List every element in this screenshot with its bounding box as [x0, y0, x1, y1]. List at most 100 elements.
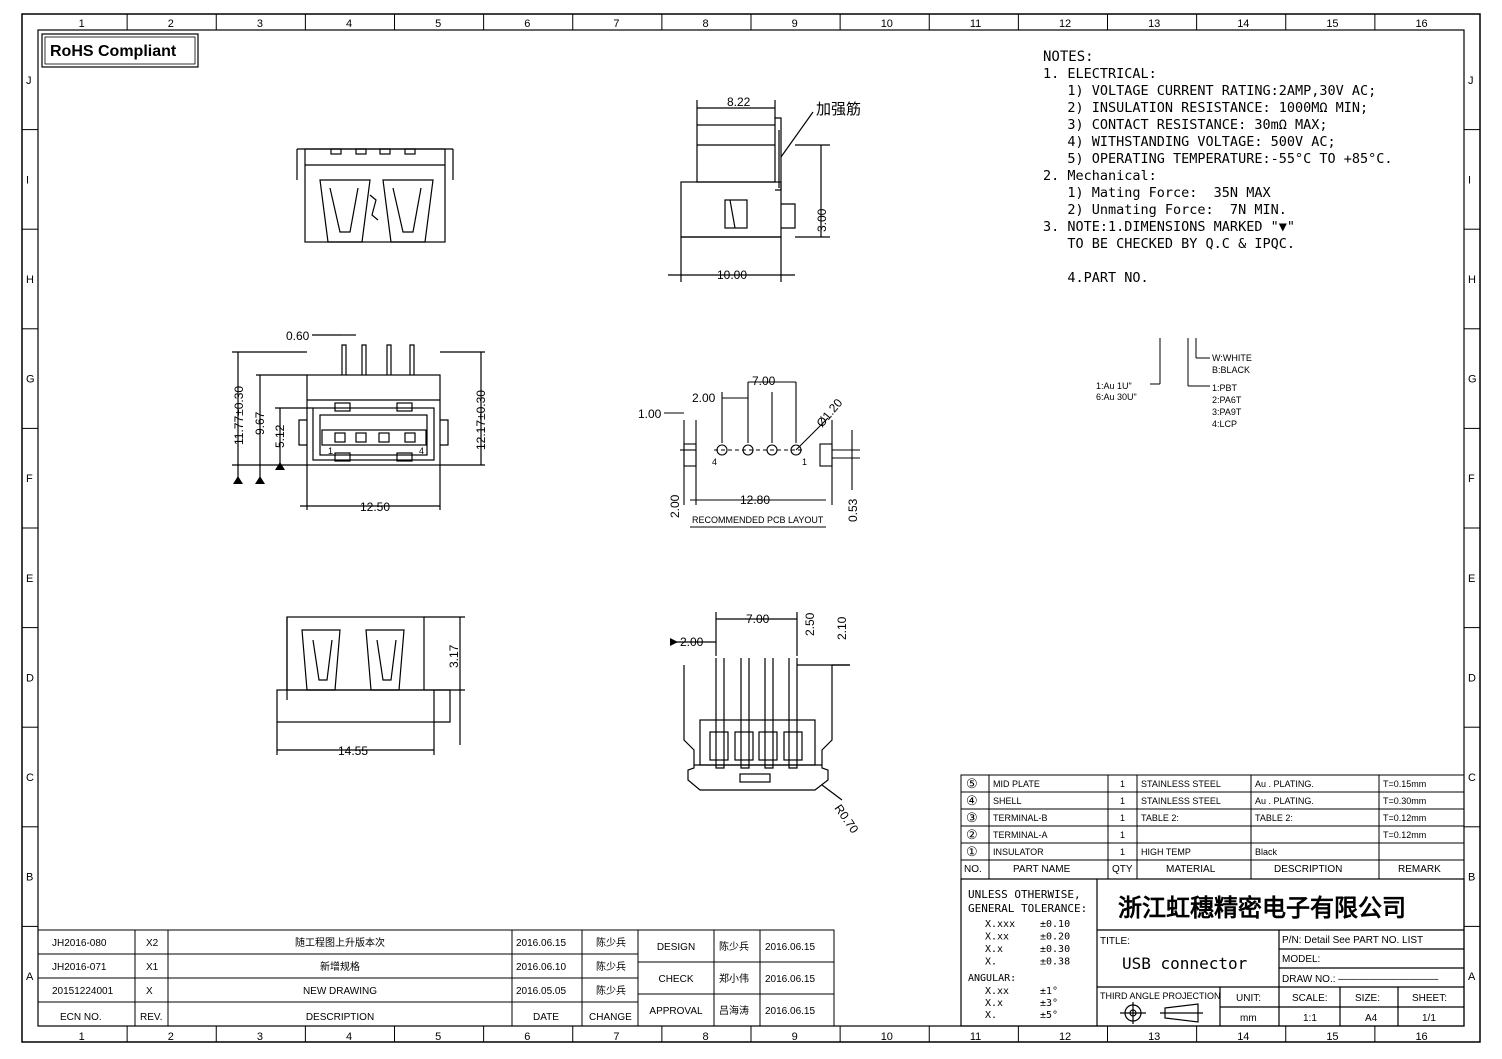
- pn-color-option: W:WHITE: [1212, 353, 1252, 363]
- svg-text:T=0.15mm: T=0.15mm: [1383, 779, 1426, 789]
- grid-col-bottom: 6: [524, 1031, 530, 1043]
- border-grid-ticks: [22, 14, 1480, 1042]
- grid-col-bottom: 11: [970, 1031, 981, 1043]
- grid-col-top: 14: [1237, 18, 1249, 30]
- rib-label: 加强筋: [816, 101, 861, 118]
- svg-text:TABLE 2:: TABLE 2:: [1255, 813, 1293, 823]
- svg-text:Au . PLATING.: Au . PLATING.: [1255, 779, 1314, 789]
- grid-col-top: 10: [881, 18, 893, 30]
- projection-label: THIRD ANGLE PROJECTION: [1100, 991, 1221, 1001]
- svg-text:DATE: DATE: [533, 1012, 559, 1023]
- svg-text:陈少兵: 陈少兵: [596, 936, 626, 949]
- grid-col-bottom: 14: [1237, 1031, 1249, 1043]
- svg-text:1: 1: [1120, 779, 1125, 789]
- svg-text:JH2016-071: JH2016-071: [52, 962, 107, 973]
- dim-967: 9.67: [253, 411, 267, 435]
- grid-col-top: 13: [1148, 18, 1160, 30]
- tolerance-rows: X.xxx±0.10X.xx±0.20X.x±0.30X.±0.38ANGULA…: [968, 919, 1070, 1021]
- pin-1-label: 1: [328, 446, 333, 456]
- grid-row-left: H: [26, 274, 34, 286]
- svg-text:TERMINAL-A: TERMINAL-A: [993, 830, 1048, 840]
- front-view-bottom: [276, 616, 465, 755]
- dim-1177: 11.77±0.30: [232, 386, 246, 445]
- size-value: A4: [1365, 1013, 1378, 1024]
- note-line: 4) WITHSTANDING VOLTAGE: 500V AC;: [1043, 134, 1336, 150]
- pcb-dim-700: 7.00: [752, 374, 776, 388]
- dim-1217: 12.17±0.30: [474, 390, 488, 450]
- svg-text:APPROVAL: APPROVAL: [649, 1006, 703, 1017]
- tol-title-1: UNLESS OTHERWISE,: [968, 888, 1081, 901]
- dim-1250: 12.50: [360, 500, 390, 514]
- pn-material-option: 4:LCP: [1212, 419, 1237, 429]
- grid-col-top: 5: [435, 18, 441, 30]
- grid-row-right: H: [1468, 274, 1476, 286]
- pin-4-label: 4: [419, 446, 424, 456]
- svg-text:新增规格: 新增规格: [320, 960, 360, 973]
- svg-text:2016.06.15: 2016.06.15: [516, 938, 566, 949]
- rear-view: [672, 612, 850, 801]
- grid-col-bottom: 1: [79, 1031, 85, 1043]
- svg-text:QTY: QTY: [1112, 864, 1133, 875]
- tol-angular-key: X.xx: [985, 986, 1009, 997]
- grid-row-right: A: [1468, 971, 1476, 983]
- grid-row-right: B: [1468, 872, 1475, 884]
- pcb-dim-053: 0.53: [846, 498, 860, 522]
- svg-text:CHANGE: CHANGE: [589, 1012, 632, 1023]
- rear-dim-700: 7.00: [746, 612, 770, 626]
- pn-color-option: B:BLACK: [1212, 365, 1250, 375]
- svg-text:PART NAME: PART NAME: [1013, 864, 1071, 875]
- note-line: 3) CONTACT RESISTANCE: 30mΩ MAX;: [1043, 117, 1327, 133]
- title-label: TITLE:: [1100, 936, 1130, 947]
- grid-row-left: G: [26, 374, 35, 386]
- marked-triangles: [233, 462, 285, 484]
- svg-text:2016.06.15: 2016.06.15: [765, 974, 815, 985]
- grid-col-bottom: 3: [257, 1031, 263, 1043]
- tol-angular-key: X.x: [985, 998, 1003, 1009]
- dim-top-w: 8.22: [727, 95, 751, 109]
- svg-text:①: ①: [966, 844, 978, 859]
- note-line: 1) VOLTAGE CURRENT RATING:2AMP,30V AC;: [1043, 83, 1376, 99]
- grid-col-bottom: 7: [613, 1031, 619, 1043]
- part-no-callouts: [1150, 338, 1210, 387]
- pcb-dim-1280: 12.80: [740, 493, 770, 507]
- svg-text:MATERIAL: MATERIAL: [1166, 864, 1216, 875]
- svg-text:随工程图上升版本次: 随工程图上升版本次: [295, 936, 385, 949]
- svg-text:X1: X1: [146, 962, 159, 973]
- grid-col-top: 9: [792, 18, 798, 30]
- svg-text:2016.06.10: 2016.06.10: [516, 962, 566, 973]
- part-no-options: W:WHITEB:BLACK1:PBT2:PA6T3:PA9T4:LCP1:Au…: [1096, 353, 1252, 429]
- tol-angular-value: ±1°: [1040, 986, 1058, 997]
- size-label: SIZE:: [1355, 993, 1380, 1004]
- pcb-pin-4: 4: [712, 457, 717, 467]
- dim-317: 3.17: [447, 644, 461, 668]
- svg-text:②: ②: [966, 827, 978, 842]
- grid-row-left: A: [26, 971, 34, 983]
- grid-col-top: 12: [1059, 18, 1071, 30]
- rear-dim-250: 2.50: [803, 612, 817, 636]
- rear-dim-r070: R0.70: [832, 802, 862, 837]
- svg-text:1: 1: [1120, 847, 1125, 857]
- grid-row-left: D: [26, 672, 34, 684]
- grid-col-top: 8: [702, 18, 708, 30]
- note-line: 4.PART NO.: [1043, 270, 1149, 286]
- svg-text:MID PLATE: MID PLATE: [993, 779, 1040, 789]
- sheet-value: 1/1: [1422, 1013, 1436, 1024]
- svg-text:X2: X2: [146, 938, 159, 949]
- revision-table: JH2016-080 X2 随工程图上升版本次 2016.06.15 陈少兵 JH2016…: [37, 929, 639, 1027]
- svg-text:JH2016-080: JH2016-080: [52, 938, 107, 949]
- svg-text:NEW DRAWING: NEW DRAWING: [303, 986, 377, 997]
- svg-text:REV.: REV.: [140, 1012, 162, 1023]
- tol-angular: ANGULAR:: [968, 973, 1016, 984]
- grid-col-top: 15: [1326, 18, 1338, 30]
- svg-text:郑小伟: 郑小伟: [719, 972, 749, 985]
- grid-row-left: J: [26, 75, 32, 87]
- pn-material-option: 2:PA6T: [1212, 395, 1242, 405]
- grid-col-bottom: 13: [1148, 1031, 1160, 1043]
